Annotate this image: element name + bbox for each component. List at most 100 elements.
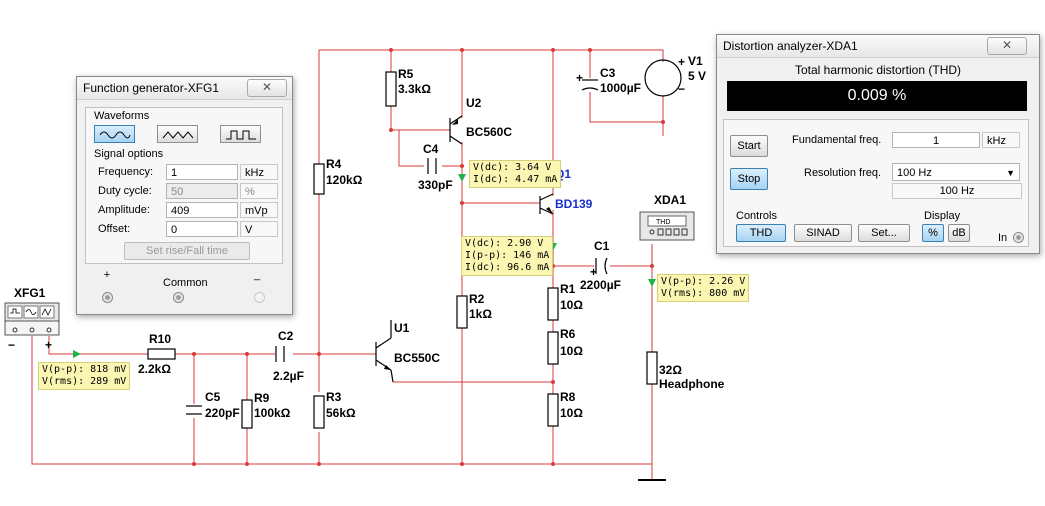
frequency-unit[interactable]: kHz <box>240 164 278 180</box>
display-label: Display <box>924 210 961 222</box>
c3-name: C3 <box>600 66 616 80</box>
offset-label: Offset: <box>98 223 131 235</box>
c3-plus: + <box>576 71 583 85</box>
resolution-freq-selected: 100 Hz <box>897 167 932 179</box>
analyzer-panel: Start Stop Fundamental freq. 1 kHz Resol… <box>723 119 1029 247</box>
sinad-button[interactable]: SINAD <box>794 224 852 242</box>
probe-output: V(p-p): 2.26 V V(rms): 800 mV <box>657 274 750 302</box>
function-generator-window: Function generator-XFG1 ✕ Waveforms Sign… <box>76 76 293 315</box>
amplitude-unit[interactable]: mVp <box>240 202 278 218</box>
probe-u2-collector: V(dc): 3.64 V I(dc): 4.47 mA <box>469 160 562 188</box>
r2-name: R2 <box>469 292 485 306</box>
r10-value: 2.2kΩ <box>138 362 171 376</box>
c1-plus: + <box>590 265 597 279</box>
xda1-label: XDA1 <box>654 193 686 207</box>
minus-terminal-label: _ <box>253 269 261 281</box>
xda1-instrument[interactable] <box>639 211 695 241</box>
resolution-freq-label: Resolution freq. <box>804 167 882 179</box>
controls-label: Controls <box>736 210 777 222</box>
probe-input: V(p-p): 818 mV V(rms): 289 mV <box>38 362 131 390</box>
c2-value: 2.2µF <box>273 369 304 383</box>
resolution-freq-select[interactable]: 100 Hz ▼ <box>892 163 1020 181</box>
xfg1-minus: − <box>8 338 15 352</box>
square-wave-icon <box>226 130 256 140</box>
thd-button[interactable]: THD <box>736 224 786 242</box>
r3-name: R3 <box>326 390 342 404</box>
probe-line: V(p-p): 2.26 V <box>661 276 746 287</box>
r8-name: R8 <box>560 390 576 404</box>
c1-name: C1 <box>594 239 610 253</box>
db-button[interactable]: dB <box>948 224 970 242</box>
percent-button[interactable]: % <box>922 224 944 242</box>
distortion-analyzer-title: Distortion analyzer-XDA1 <box>723 39 858 53</box>
xfg1-label: XFG1 <box>14 286 46 300</box>
c3-value: 1000µF <box>600 81 641 95</box>
load-label: Headphone <box>659 377 725 391</box>
sine-wave-button[interactable] <box>94 125 135 143</box>
xfg1-instrument[interactable] <box>4 302 60 336</box>
probe-line: V(dc): 2.90 V <box>465 238 544 249</box>
r6-value: 10Ω <box>560 344 583 358</box>
duty-cycle-input: 50 <box>166 183 238 199</box>
amplitude-input[interactable]: 409 <box>166 202 238 218</box>
probe-line: I(dc): 4.47 mA <box>473 174 558 185</box>
common-terminal[interactable] <box>173 292 184 303</box>
r1-name: R1 <box>560 282 576 296</box>
fundamental-freq-input[interactable]: 1 <box>892 132 980 148</box>
start-button[interactable]: Start <box>730 135 768 157</box>
probe-q1-emitter: V(dc): 2.90 V I(p-p): 146 mA I(dc): 96.6… <box>461 236 554 276</box>
probe-line: V(rms): 800 mV <box>661 288 746 299</box>
close-icon[interactable]: ✕ <box>247 79 287 97</box>
r1-value: 10Ω <box>560 298 583 312</box>
offset-input[interactable]: 0 <box>166 221 238 237</box>
set-button[interactable]: Set... <box>858 224 910 242</box>
amplitude-label: Amplitude: <box>98 204 150 216</box>
probe-line: V(rms): 289 mV <box>42 376 127 387</box>
fundamental-freq-unit[interactable]: kHz <box>982 132 1020 148</box>
r5-value: 3.3kΩ <box>398 82 431 96</box>
c1-value: 2200µF <box>580 278 621 292</box>
in-terminal[interactable] <box>1013 232 1024 243</box>
v1-plus: + <box>678 55 685 69</box>
c2-name: C2 <box>278 329 294 343</box>
v1-value: 5 V <box>688 69 706 83</box>
transistor-arrows <box>384 119 553 370</box>
r4-name: R4 <box>326 157 342 171</box>
minus-terminal[interactable] <box>254 292 265 303</box>
set-rise-fall-time-button[interactable]: Set rise/Fall time <box>124 242 250 260</box>
waveforms-label: Waveforms <box>94 110 150 122</box>
frequency-input[interactable]: 1 <box>166 164 238 180</box>
r4-value: 120kΩ <box>326 173 363 187</box>
function-generator-titlebar[interactable]: Function generator-XFG1 ✕ <box>77 77 292 100</box>
distortion-analyzer-window: Distortion analyzer-XDA1 ✕ Total harmoni… <box>716 34 1040 254</box>
r2-value: 1kΩ <box>469 307 492 321</box>
signal-options-label: Signal options <box>94 148 164 160</box>
c5-name: C5 <box>205 390 221 404</box>
u2-value: BC560C <box>466 125 512 139</box>
duty-cycle-label: Duty cycle: <box>98 185 152 197</box>
thd-header: Total harmonic distortion (THD) <box>794 63 962 77</box>
stop-button[interactable]: Stop <box>730 168 768 190</box>
resolution-freq-readout: 100 Hz <box>892 183 1022 199</box>
close-icon[interactable]: ✕ <box>987 37 1027 55</box>
fundamental-freq-label: Fundamental freq. <box>792 134 882 146</box>
u2-name: U2 <box>466 96 482 110</box>
r9-name: R9 <box>254 391 270 405</box>
r6-name: R6 <box>560 327 576 341</box>
c4-value: 330pF <box>418 178 453 192</box>
function-generator-title: Function generator-XFG1 <box>83 81 220 95</box>
r10-name: R10 <box>149 332 171 346</box>
triangle-wave-button[interactable] <box>157 125 198 143</box>
xfg1-plus: + <box>45 338 52 352</box>
square-wave-button[interactable] <box>220 125 261 143</box>
plus-terminal[interactable] <box>102 292 113 303</box>
offset-unit[interactable]: V <box>240 221 278 237</box>
r3-value: 56kΩ <box>326 406 356 420</box>
c4-name: C4 <box>423 142 439 156</box>
in-label: In <box>998 232 1008 244</box>
q1-value: BD139 <box>555 197 593 211</box>
distortion-analyzer-titlebar[interactable]: Distortion analyzer-XDA1 ✕ <box>717 35 1039 58</box>
component-symbols <box>147 59 682 481</box>
v1-minus: − <box>678 82 685 96</box>
